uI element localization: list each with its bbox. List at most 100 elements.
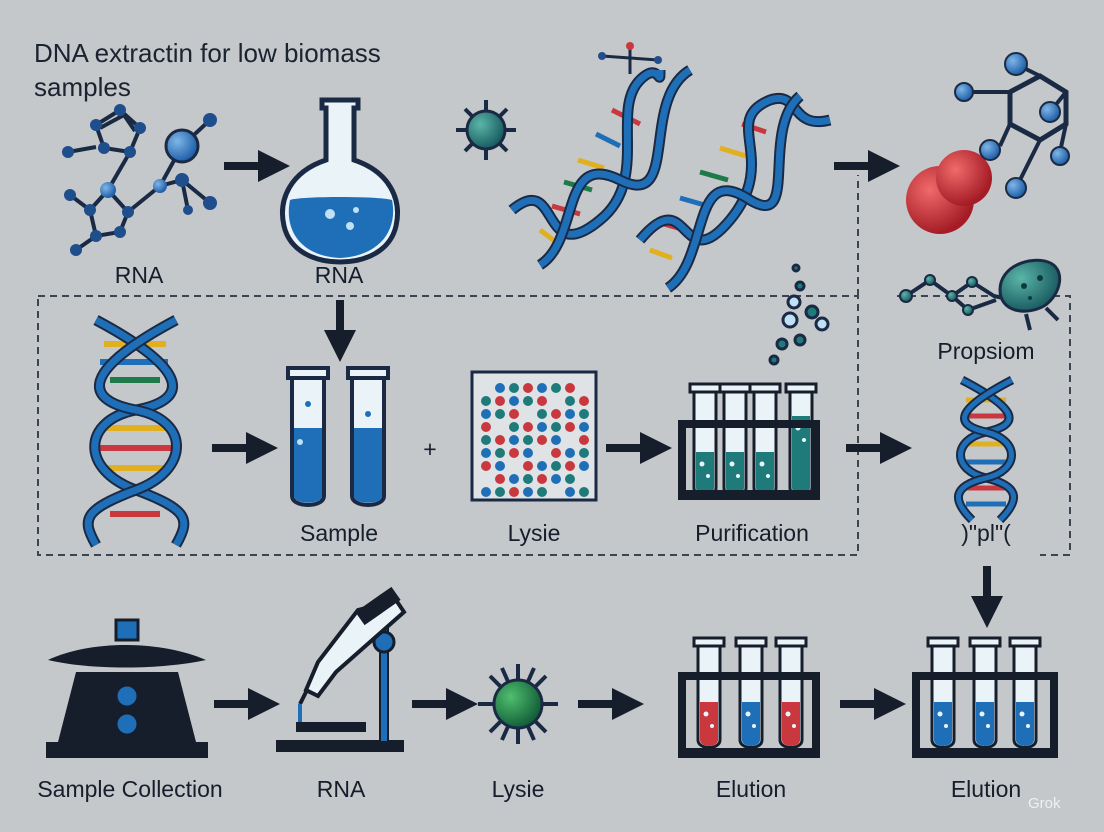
tube-bubble: [736, 474, 740, 478]
lysis-dot: [481, 422, 491, 432]
lysis-dot: [523, 396, 533, 406]
label-top-molecule: RNA: [114, 262, 164, 288]
lysis-dot: [495, 474, 505, 484]
lysis-dot: [537, 383, 547, 393]
lysis-dot: [481, 448, 491, 458]
tube-bubble: [729, 461, 735, 467]
dna-helix-icon: [82, 315, 190, 548]
lysis-dot: [551, 422, 561, 432]
tube-liquid: [700, 702, 718, 746]
lysis-dot: [579, 409, 589, 419]
microscope-icon: [276, 586, 407, 752]
lysis-dot: [495, 487, 505, 497]
tube-bubble: [766, 474, 770, 478]
label-bottom-virus: Lysie: [491, 776, 545, 802]
lysis-dot: [509, 409, 519, 419]
lysis-dot: [537, 474, 547, 484]
lysis-dot: [551, 383, 561, 393]
tube-bubble: [703, 711, 709, 717]
tube-bubble: [792, 724, 796, 728]
lysis-dot: [537, 487, 547, 497]
tube-bubble: [710, 724, 714, 728]
tube-liquid: [934, 702, 952, 746]
lysis-dot: [495, 435, 505, 445]
lysis-dot: [537, 422, 547, 432]
lysis-dot: [481, 487, 491, 497]
lysis-dot: [579, 461, 589, 471]
right-dashed-frame: [857, 175, 1071, 556]
virus-icon: [478, 664, 558, 744]
label-top-flask: RNA: [314, 262, 364, 288]
lysis-dot: [523, 422, 533, 432]
tube-bubble: [759, 461, 765, 467]
tube-bubble: [699, 461, 705, 467]
lysis-dot: [537, 396, 547, 406]
lysis-dot: [551, 409, 561, 419]
lysis-dot: [551, 448, 561, 458]
lysis-dot: [509, 396, 519, 406]
label-bottom-microscope: RNA: [316, 776, 366, 802]
lysis-dot: [565, 448, 575, 458]
dna-helix-icon: [953, 376, 1019, 524]
elution-rack-blue-icon: [912, 636, 1058, 758]
lysis-dot: [579, 396, 589, 406]
lysis-dot: [565, 487, 575, 497]
tube-liquid: [742, 702, 760, 746]
tube-bubble: [1019, 711, 1025, 717]
dna-helix-icon: [635, 91, 832, 293]
label-middle-plus: +: [423, 436, 437, 462]
protein-network-icon: [899, 258, 1062, 331]
tube-bubble: [986, 724, 990, 728]
tube-liquid: [726, 452, 744, 494]
lysis-dot: [565, 422, 575, 432]
lysis-dot: [523, 461, 533, 471]
label-bottom-rack-blue: Elution: [950, 776, 1022, 802]
lysis-dot: [565, 396, 575, 406]
lysis-dot: [495, 461, 505, 471]
tube-bubble: [752, 724, 756, 728]
tube-bubble: [785, 711, 791, 717]
lysis-dot: [481, 435, 491, 445]
lysis-dot: [509, 383, 519, 393]
elution-rack-red-icon: [678, 636, 820, 758]
lysis-dot: [537, 461, 547, 471]
lysis-dot: [495, 383, 505, 393]
lysis-dot: [481, 409, 491, 419]
centrifuge-icon: [46, 618, 208, 758]
tube-liquid: [756, 452, 774, 494]
lysis-dot: [579, 422, 589, 432]
flask-icon: [280, 97, 400, 265]
molecule-structure-icon: [62, 104, 217, 256]
tube-liquid: [782, 702, 800, 746]
lysis-dot: [481, 461, 491, 471]
lysis-dot: [579, 487, 589, 497]
hexagon-molecule-icon: [906, 52, 1070, 234]
grok-watermark: Grok: [1028, 795, 1061, 812]
lysis-dot: [565, 474, 575, 484]
diagram-title: DNA extractin for low biomass samples: [34, 38, 381, 102]
lysis-dot: [509, 435, 519, 445]
bubbles-icon: [768, 263, 830, 366]
purification-rack-icon: [678, 382, 820, 500]
tube-liquid: [1016, 702, 1034, 746]
lysis-dot: [551, 474, 561, 484]
label-bottom-centrifuge: Sample Collection: [37, 776, 223, 802]
lysis-dot: [495, 396, 505, 406]
lysis-dot: [537, 409, 547, 419]
dna-helix-icon: [508, 42, 694, 270]
lysis-dot: [495, 409, 505, 419]
lysis-dot: [509, 448, 519, 458]
lysis-dot: [523, 448, 533, 458]
lysis-dot: [495, 448, 505, 458]
lysis-grid-icon: [470, 370, 598, 502]
tube-bubble: [706, 474, 710, 478]
lysis-dot: [481, 396, 491, 406]
lysis-dot: [579, 435, 589, 445]
lysis-dot: [579, 448, 589, 458]
label-right-helix: )"pl"(: [961, 520, 1011, 546]
tube-bubble: [944, 724, 948, 728]
lysis-dot: [565, 461, 575, 471]
lysis-dot: [509, 422, 519, 432]
lysis-dot: [551, 435, 561, 445]
